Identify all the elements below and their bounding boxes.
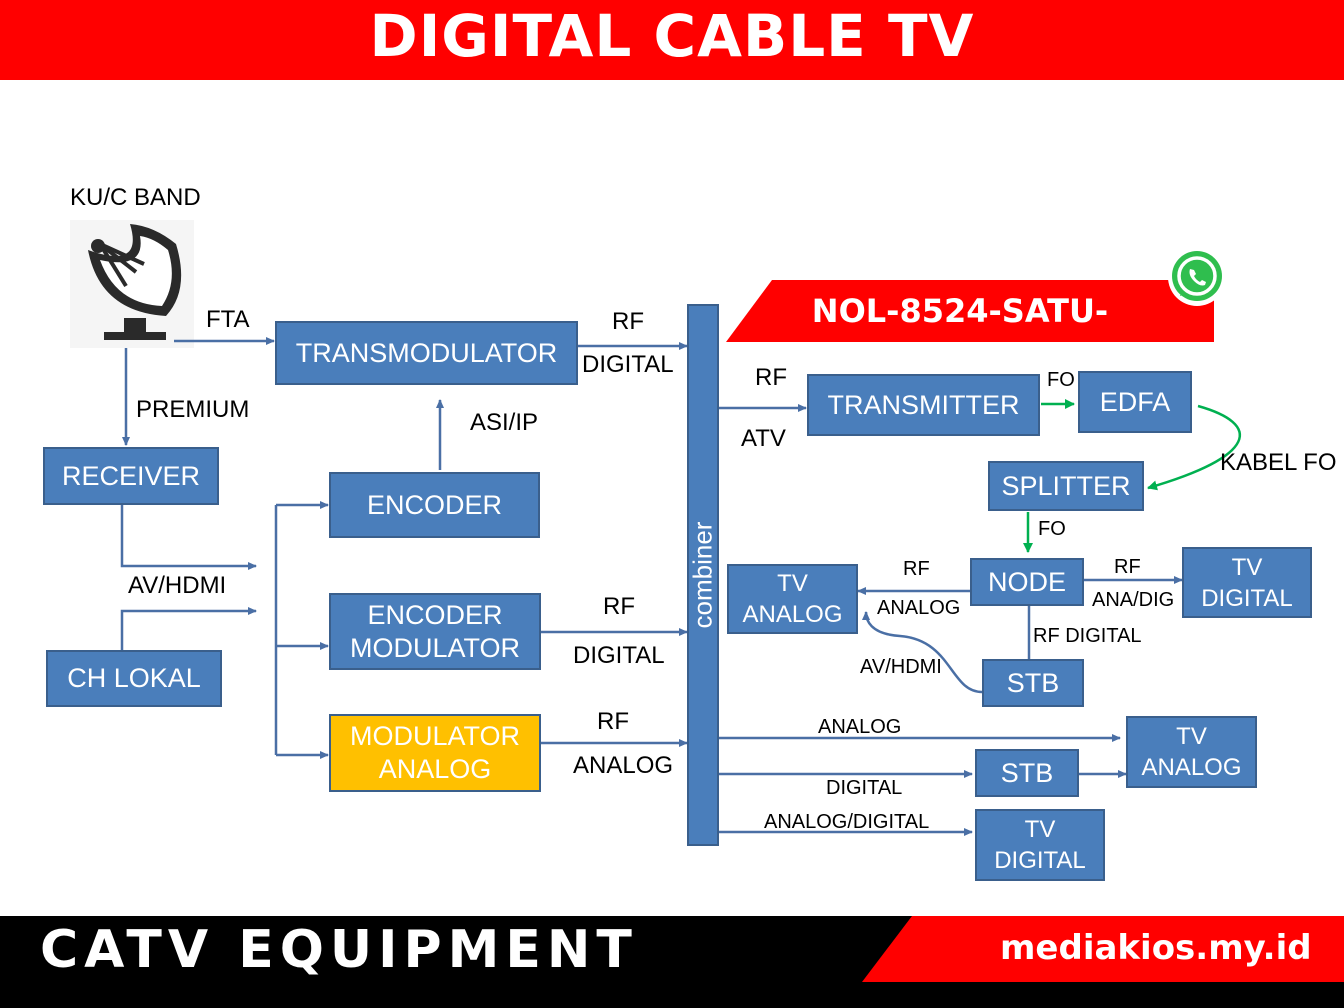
kabel-fo-label: KABEL FO (1220, 449, 1337, 476)
av-hdmi-stb-label: AV/HDMI (860, 656, 942, 678)
tv-digital-out-line1: TV (1024, 816, 1056, 843)
asi-ip-label: ASI/IP (470, 409, 539, 436)
chlokal-av-arrow (120, 607, 257, 650)
rf-node-left-label: RF (903, 558, 930, 580)
tv-analog-node-line2: ANALOG (742, 601, 843, 628)
combiner-label: combiner (687, 521, 718, 629)
modulator-analog-box: MODULATOR ANALOG (329, 714, 541, 792)
rf-transmod-label: RF (612, 308, 644, 335)
analog-out-label: ANALOG (818, 716, 902, 738)
splitter-box: SPLITTER (988, 461, 1144, 511)
tv-analog-out-line2: ANALOG (1141, 754, 1242, 781)
node-box: NODE (970, 558, 1084, 606)
ana-dig-label: ANA/DIG (1092, 589, 1175, 611)
modulator-analog-line2: ANALOG (378, 754, 492, 784)
tv-digital-out-line2: DIGITAL (994, 847, 1086, 874)
tv-digital-node-box: TV DIGITAL (1182, 547, 1312, 618)
rf-digital-label: RF DIGITAL (1033, 625, 1142, 647)
stb-tvanalog-av-arrow (862, 611, 983, 694)
page-title: DIGITAL CABLE TV (369, 2, 975, 70)
tv-analog-out-box: TV ANALOG (1126, 716, 1257, 788)
transmitter-box: TRANSMITTER (807, 374, 1040, 436)
rf-transmitter-label: RF (755, 364, 787, 391)
tv-digital-node-line2: DIGITAL (1201, 584, 1293, 612)
band-label: KU/C BAND (70, 184, 201, 211)
encoder-box: ENCODER (329, 472, 540, 538)
stb-node-box: STB (982, 659, 1084, 707)
tv-analog-node-line1: TV (777, 570, 808, 597)
phone-banner (726, 280, 1214, 342)
analog-digital-out-label: ANALOG/DIGITAL (764, 811, 930, 833)
analog-modanalog-label: ANALOG (573, 752, 674, 779)
footer-left-text: CATV EQUIPMENT (40, 920, 638, 980)
atv-label: ATV (741, 425, 786, 452)
footer-website-text: mediakios.my.id (1000, 928, 1312, 968)
stb-out-box: STB (975, 749, 1079, 797)
analog-node-left-label: ANALOG (877, 597, 961, 619)
encoder-modulator-line2: MODULATOR (349, 632, 520, 663)
footer-red-panel (862, 916, 1344, 982)
tv-digital-node-line1: TV (1231, 553, 1263, 581)
tv-digital-out-box: TV DIGITAL (975, 809, 1105, 881)
receiver-box: RECEIVER (43, 447, 219, 505)
av-hdmi-label: AV/HDMI (128, 572, 227, 599)
digital-encmod-label: DIGITAL (573, 642, 665, 669)
header-banner (0, 0, 1344, 80)
tv-analog-out-line1: TV (1176, 723, 1207, 750)
fo-node-label: FO (1038, 518, 1066, 540)
fta-label: FTA (206, 306, 250, 333)
encoder-modulator-line1: ENCODER (367, 599, 503, 630)
modulator-analog-line1: MODULATOR (349, 721, 520, 751)
rf-modanalog-label: RF (597, 708, 629, 735)
ch-lokal-box: CH LOKAL (46, 650, 222, 707)
satellite-dish-icon (70, 220, 194, 348)
edfa-box: EDFA (1078, 371, 1192, 433)
digital-out-label: DIGITAL (826, 777, 903, 799)
digital-transmod-label: DIGITAL (582, 351, 674, 378)
combiner-bar (687, 304, 719, 846)
encoder-modulator-box: ENCODER MODULATOR (329, 593, 541, 670)
premium-label: PREMIUM (136, 396, 250, 423)
whatsapp-icon (1168, 248, 1226, 306)
transmodulator-box: TRANSMODULATOR (275, 321, 578, 385)
rf-encmod-label: RF (603, 593, 635, 620)
rf-node-right-label: RF (1114, 556, 1141, 578)
fo-edfa-label: FO (1047, 369, 1075, 391)
kabel-fo-curve (1147, 404, 1241, 491)
tv-analog-node-box: TV ANALOG (727, 564, 858, 634)
receiver-av-arrow (120, 505, 257, 570)
